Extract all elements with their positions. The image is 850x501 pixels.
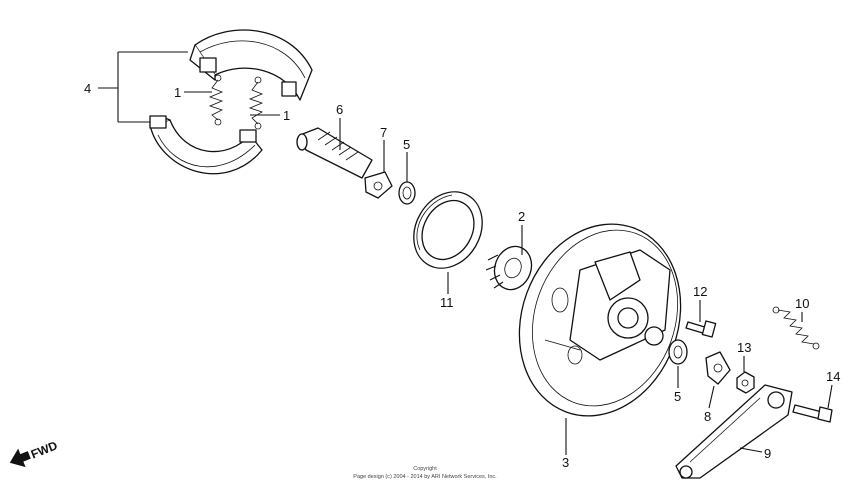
brake-shoe-lower (149, 115, 263, 175)
washer-lower (668, 339, 688, 365)
shoe-spring-left (208, 74, 224, 126)
callout-11: 11 (440, 295, 454, 310)
callout-10: 10 (795, 296, 809, 311)
callout-5-upper: 5 (403, 137, 410, 152)
callout-12: 12 (693, 284, 707, 299)
return-spring (772, 306, 820, 350)
fwd-label: FWD (29, 438, 60, 461)
fwd-arrow-icon (9, 448, 31, 468)
wear-indicator-plate (364, 171, 393, 199)
brake-arm (675, 384, 793, 479)
leader-lines (98, 51, 833, 455)
bolt-12 (685, 320, 717, 338)
callout-14: 14 (826, 369, 840, 384)
wear-indicator (705, 351, 731, 385)
bolt-14 (792, 404, 833, 423)
speedometer-gear (485, 245, 533, 291)
dust-seal (413, 191, 483, 269)
callout-labels: 4 1 1 6 7 5 2 11 3 5 12 8 13 10 14 9 (84, 81, 840, 470)
shoe-spring-right (248, 76, 264, 130)
fwd-arrow: FWD (9, 438, 60, 468)
callout-7: 7 (380, 125, 387, 140)
brake-shoe-upper (189, 29, 313, 101)
brake-cam-shaft (296, 127, 373, 179)
copyright-line-2: Page design (c) 2004 - 2014 by ARI Netwo… (353, 474, 497, 480)
callout-3: 3 (562, 455, 569, 470)
washer-upper (398, 181, 416, 205)
callout-6: 6 (336, 102, 343, 117)
nut-13 (736, 371, 755, 394)
callout-13: 13 (737, 340, 751, 355)
callout-2: 2 (518, 209, 525, 224)
callout-1-left: 1 (174, 85, 181, 100)
callout-1-right: 1 (283, 108, 290, 123)
callout-5-lower: 5 (674, 389, 681, 404)
callout-4: 4 (84, 81, 91, 96)
copyright-line-1: Copyright (413, 466, 437, 472)
callout-9: 9 (764, 446, 771, 461)
copyright-notice: Copyright Page design (c) 2004 - 2014 by… (353, 466, 497, 480)
callout-8: 8 (704, 409, 711, 424)
